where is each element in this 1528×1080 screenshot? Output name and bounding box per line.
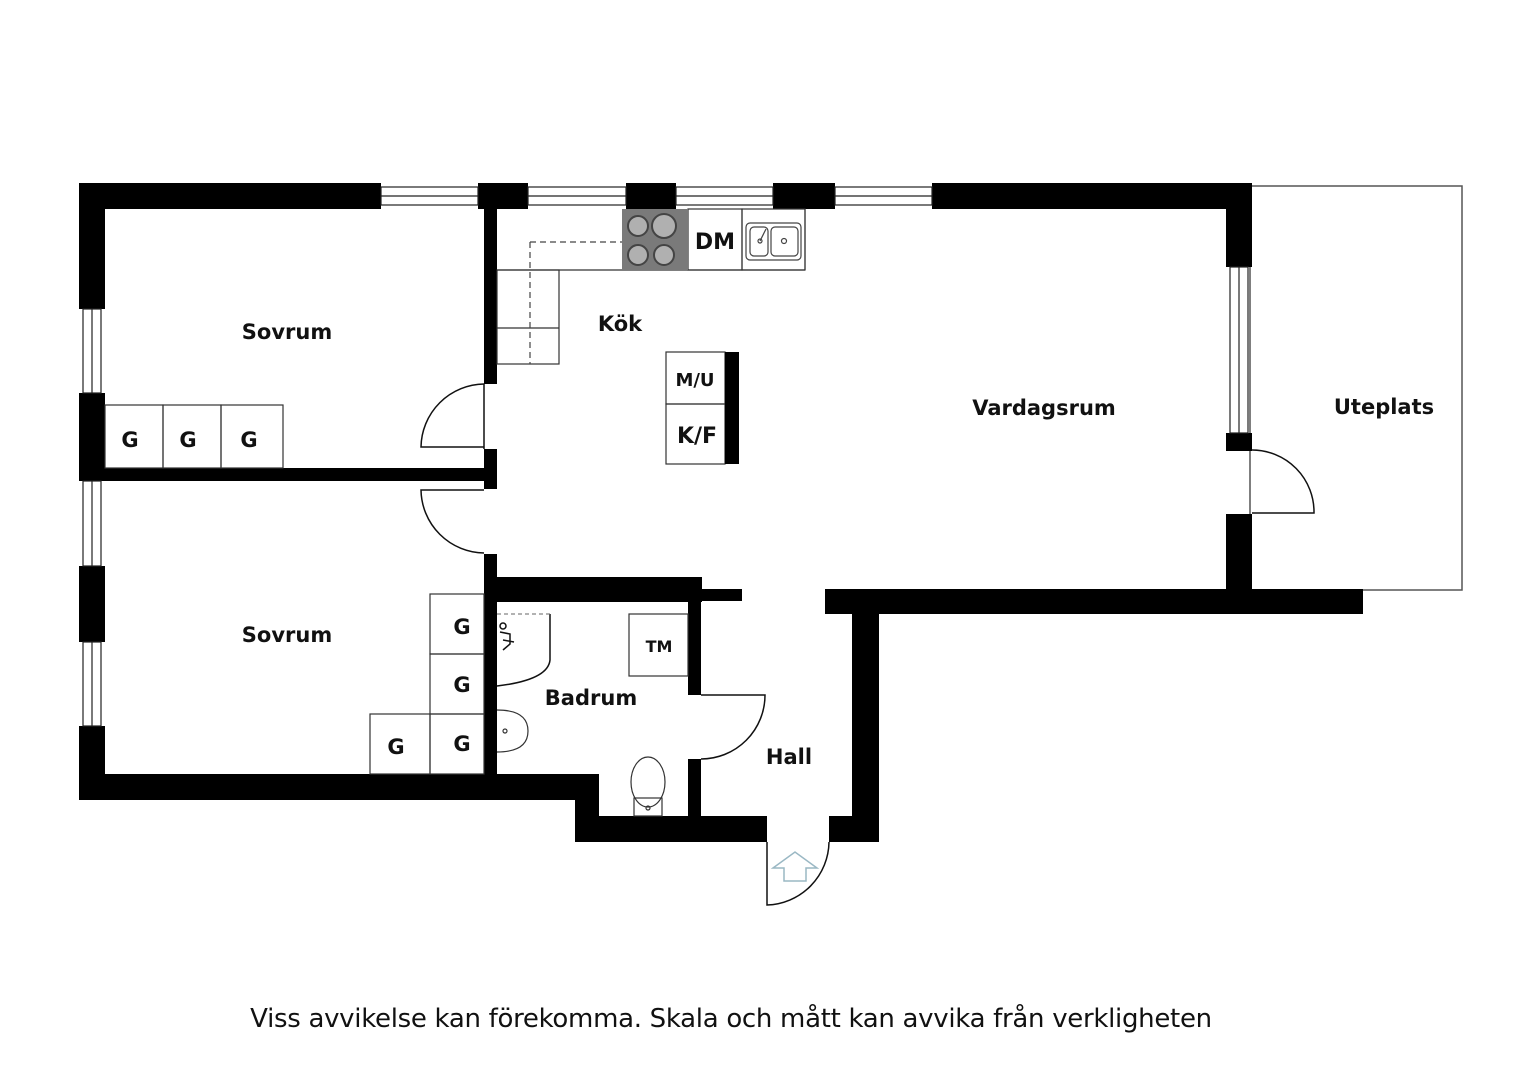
dishwasher-label: DM — [695, 230, 735, 255]
wardrobe-label: G — [240, 428, 257, 452]
toilet-icon — [630, 756, 666, 817]
kitchen-island — [665, 351, 739, 465]
windows — [82, 186, 1249, 727]
room-label-uteplats: Uteplats — [1334, 395, 1434, 419]
wardrobe-label: G — [453, 615, 470, 639]
room-label-hall: Hall — [766, 745, 812, 769]
shower-icon — [496, 613, 551, 687]
entrance-arrow-icon — [770, 851, 820, 882]
wardrobes — [104, 404, 485, 775]
room-label-sovrum: Sovrum — [242, 623, 332, 647]
wardrobe-label: G — [121, 428, 138, 452]
fridge-freezer-label: K/F — [677, 424, 717, 449]
walls — [79, 183, 1363, 842]
room-label-badrum: Badrum — [545, 686, 637, 710]
wardrobe-label: G — [387, 735, 404, 759]
sink-icon — [745, 222, 802, 261]
room-label-vardagsrum: Vardagsrum — [972, 396, 1116, 420]
doors — [420, 383, 1315, 906]
stove-icon — [622, 209, 688, 270]
patio-outline — [1249, 185, 1463, 591]
room-label-kok: Kök — [598, 312, 643, 336]
washbasin-icon — [496, 709, 529, 753]
wardrobe-label: G — [453, 673, 470, 697]
room-label-sovrum: Sovrum — [242, 320, 332, 344]
disclaimer-text: Viss avvikelse kan förekomma. Skala och … — [250, 1004, 1212, 1034]
washing-machine — [628, 613, 689, 677]
microwave-oven-label: M/U — [675, 370, 714, 391]
wardrobe-label: G — [453, 732, 470, 756]
wardrobe-label: G — [179, 428, 196, 452]
washing-machine-label: TM — [646, 637, 673, 656]
